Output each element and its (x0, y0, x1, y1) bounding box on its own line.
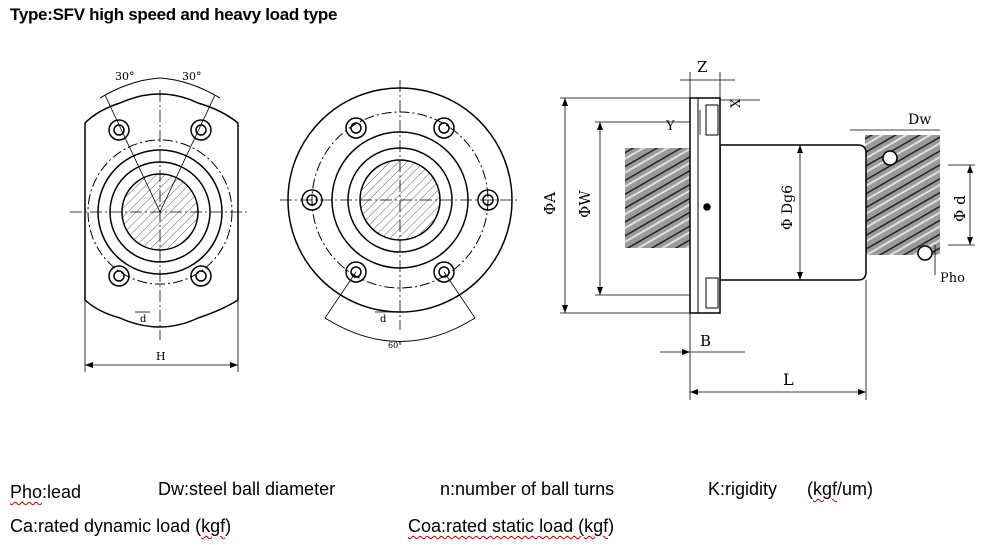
round-view (280, 80, 520, 342)
front-view (70, 77, 250, 372)
legend-lead-symbol: Pho (10, 482, 43, 502)
nut-body (719, 144, 867, 281)
legend-static-load-unit: kgf (584, 516, 609, 536)
page-title: Type:SFV high speed and heavy load type (10, 5, 338, 24)
bolt-holes (108, 119, 212, 287)
legend-static-load: Coa:rated static load (kgf) (408, 516, 614, 537)
legend-lead: Pho:lead (10, 482, 81, 503)
legend-lead-text: :lead (42, 482, 82, 502)
legend-dynamic-load-unit: kgf (201, 516, 226, 536)
legend-dynamic-load: Ca:rated dynamic load (kgf) (10, 516, 231, 537)
dim-label-d: Φ d (951, 195, 969, 222)
dim-label-small-d-front: d (140, 314, 147, 325)
legend-static-load-close: ) (608, 516, 615, 536)
legend-rigidity-text: K:rigidity (708, 479, 778, 499)
legend-dynamic-load-text: Ca:rated dynamic load ( (10, 516, 202, 536)
legend-rigidity-open: ( (807, 479, 814, 499)
dim-label-w: ΦW (576, 190, 594, 218)
dim-label-h: H (156, 350, 166, 363)
legend-static-load-text: Coa:rated static load ( (408, 516, 585, 536)
dim-label-dg6: Φ Dg6 (780, 185, 796, 230)
legend-ball-turns: n:number of ball turns (440, 479, 615, 499)
ball-bottom (917, 245, 933, 261)
dim-label-b: B (700, 332, 711, 350)
screw-right-thread (865, 135, 940, 255)
legend-rigidity: K:rigidity (kgf/um) (708, 479, 873, 500)
dim-label-x: X (729, 98, 744, 108)
legend-rigidity-unit: kgf (813, 479, 838, 499)
dim-label-pho: Pho (940, 271, 965, 286)
ball-top (882, 150, 898, 166)
angle-label-right: 30° (182, 70, 202, 83)
legend-ball-diameter: Dw:steel ball diameter (158, 479, 336, 499)
dim-label-a: ΦA (541, 192, 559, 215)
dim-label-z: Z (697, 58, 707, 76)
round-bolt-holes (301, 117, 499, 283)
legend-dynamic-load-close: ) (225, 516, 232, 536)
dim-label-y: Y (665, 119, 675, 134)
dim-label-small-d-round: d (380, 314, 387, 325)
angle-label-left: 30° (115, 70, 135, 83)
dim-label-l: L (783, 370, 794, 389)
legend-rigidity-close: /um) (837, 479, 874, 499)
screw-left-thread (625, 148, 695, 248)
angle-label-bottom: 60° (388, 341, 402, 350)
dim-label-dw: Dw (908, 112, 931, 128)
side-view (560, 72, 975, 400)
